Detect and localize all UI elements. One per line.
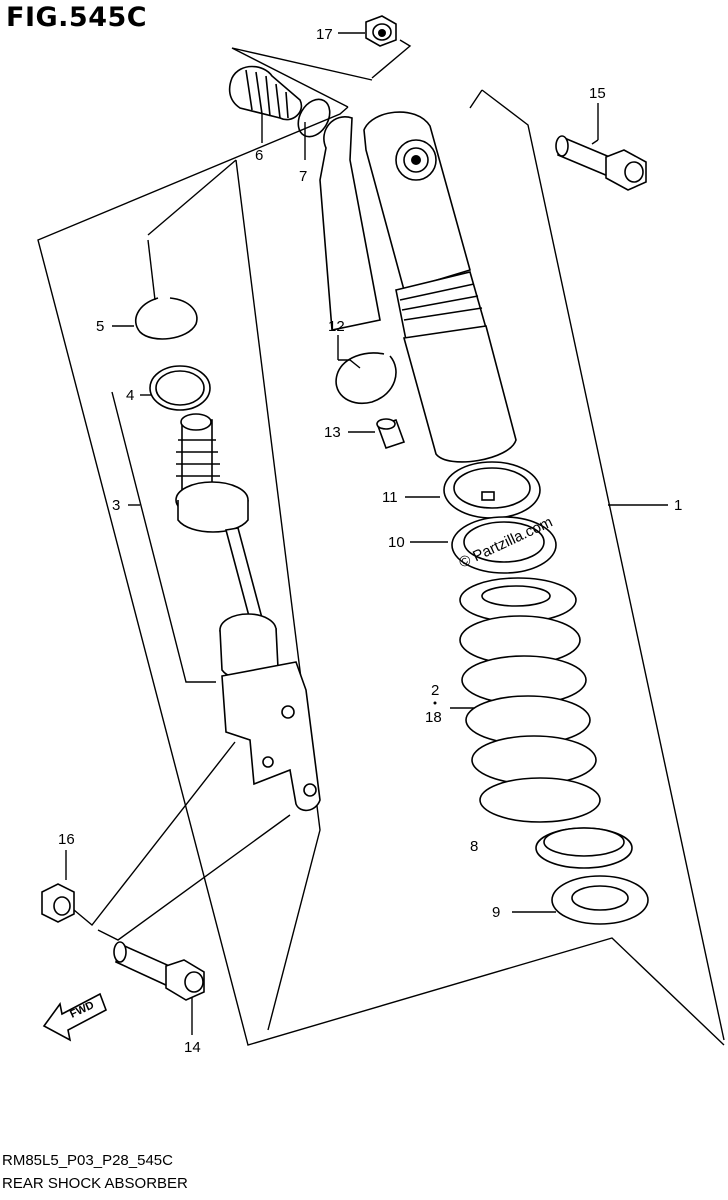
callout-18: 18 — [425, 709, 442, 726]
rod-boundary-3 — [111, 391, 216, 683]
figure-title: FIG.545C — [6, 2, 148, 33]
bump-rubber-6 — [228, 65, 303, 121]
callout-14: 14 — [184, 1039, 201, 1056]
callout-2: 2 — [431, 682, 439, 699]
callout-1: 1 — [674, 497, 682, 514]
nut-16 — [41, 883, 75, 923]
callout-3: 3 — [112, 497, 120, 514]
leader-lines — [65, 32, 668, 1035]
callout-17: 17 — [316, 26, 333, 43]
spring-seat-8 — [535, 827, 633, 869]
callout-8: 8 — [470, 838, 478, 855]
boundary-link-5 — [147, 239, 156, 301]
spring-2 — [459, 577, 601, 823]
stopper-plate-9 — [551, 875, 649, 925]
cap-13 — [376, 418, 406, 450]
clip-ring-12 — [335, 352, 397, 405]
boundary-link-16 — [73, 741, 236, 927]
o-ring-7 — [297, 98, 331, 138]
callout-9: 9 — [492, 904, 500, 921]
boundary-link-14 — [97, 814, 291, 941]
assembly-boundary-right — [481, 89, 725, 1041]
rod-boundary-left — [147, 159, 237, 236]
callout-12: 12 — [328, 318, 345, 335]
rod-boundary — [235, 159, 321, 1031]
callout-11: 11 — [382, 489, 398, 506]
bolt-14 — [113, 941, 205, 1001]
shock-body-1 — [319, 111, 517, 463]
figure-name: REAR SHOCK ABSORBER — [2, 1175, 188, 1192]
assembly-boundary-top — [231, 47, 373, 108]
circlip-5 — [134, 297, 198, 340]
figure-code: RM85L5_P03_P28_545C — [2, 1152, 173, 1169]
callout-6: 6 — [255, 147, 263, 164]
nut-17 — [365, 15, 397, 47]
washer-4 — [149, 365, 211, 411]
callout-4: 4 — [126, 387, 134, 404]
callout-7: 7 — [299, 168, 307, 185]
adjuster-nut-10 — [451, 516, 557, 574]
boundary-link-15 — [469, 89, 483, 109]
assembly-boundary — [37, 106, 725, 1046]
lock-nut-11 — [443, 461, 541, 519]
callout-16: 16 — [58, 831, 75, 848]
bolt-15 — [555, 135, 647, 191]
callout-5: 5 — [96, 318, 104, 335]
damper-rod-3 — [175, 413, 321, 812]
callout-2-dot — [433, 701, 437, 705]
callout-15: 15 — [589, 85, 606, 102]
callout-10: 10 — [388, 534, 405, 551]
callout-13: 13 — [324, 424, 341, 441]
forward-direction-arrow: FWD — [42, 992, 107, 1042]
